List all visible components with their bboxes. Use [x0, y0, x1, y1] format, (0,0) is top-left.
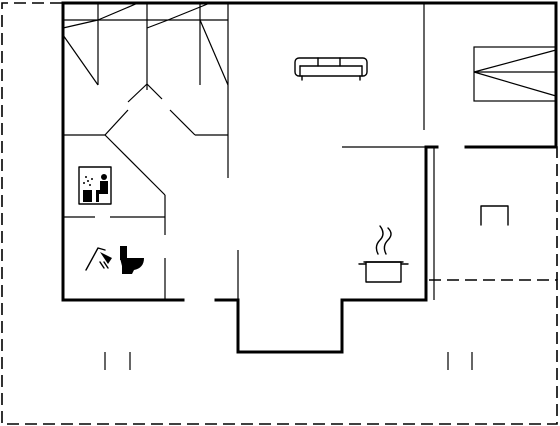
bed-3-icon: [473, 46, 557, 102]
bed-1-icon: [62, 2, 139, 86]
outer-walls: [61, 1, 558, 354]
terrace-posts: [104, 352, 473, 370]
chair-icon: [480, 205, 509, 226]
toilet-icon: [120, 246, 144, 274]
shower-icon: [85, 247, 112, 271]
bed-2-icon: [146, 2, 229, 86]
cooking-pot-icon: [358, 225, 409, 283]
terrace-boundary-right: [466, 146, 558, 280]
sofa-icon: [294, 57, 368, 81]
sauna-icon: [78, 166, 112, 205]
interior-walls: [63, 3, 435, 300]
